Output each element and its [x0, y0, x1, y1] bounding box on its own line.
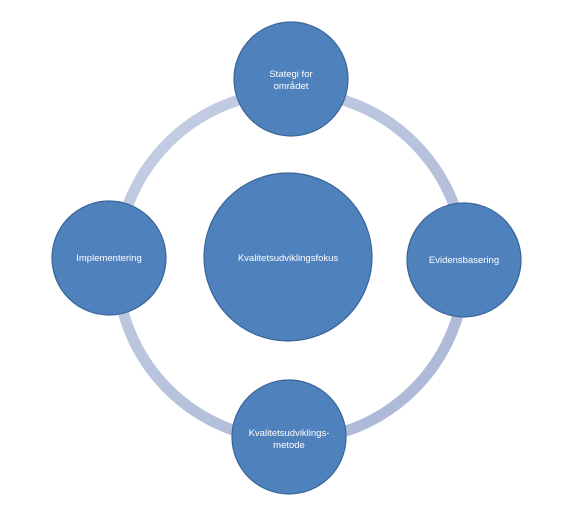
left-label: Implementering — [76, 253, 141, 264]
center-label: Kvalitetsudviklingsfokus — [238, 253, 339, 264]
top-label-line2: området — [274, 81, 309, 92]
center-circle — [203, 172, 373, 342]
left-circle — [51, 200, 167, 316]
bottom-circle — [231, 379, 347, 495]
bottom-node: Kvalitetsudviklings- metode — [231, 379, 347, 495]
top-node: Stategi for området — [233, 21, 349, 137]
top-label-line1: Stategi for — [269, 69, 312, 80]
bottom-label-line2: metode — [273, 440, 305, 451]
right-circle — [406, 202, 522, 318]
bottom-label-line1: Kvalitetsudviklings- — [249, 428, 330, 439]
right-node: Evidensbasering — [406, 202, 522, 318]
top-circle — [233, 21, 349, 137]
center-node: Kvalitetsudviklingsfokus — [203, 172, 373, 342]
right-label: Evidensbasering — [429, 255, 499, 266]
left-node: Implementering — [51, 200, 167, 316]
